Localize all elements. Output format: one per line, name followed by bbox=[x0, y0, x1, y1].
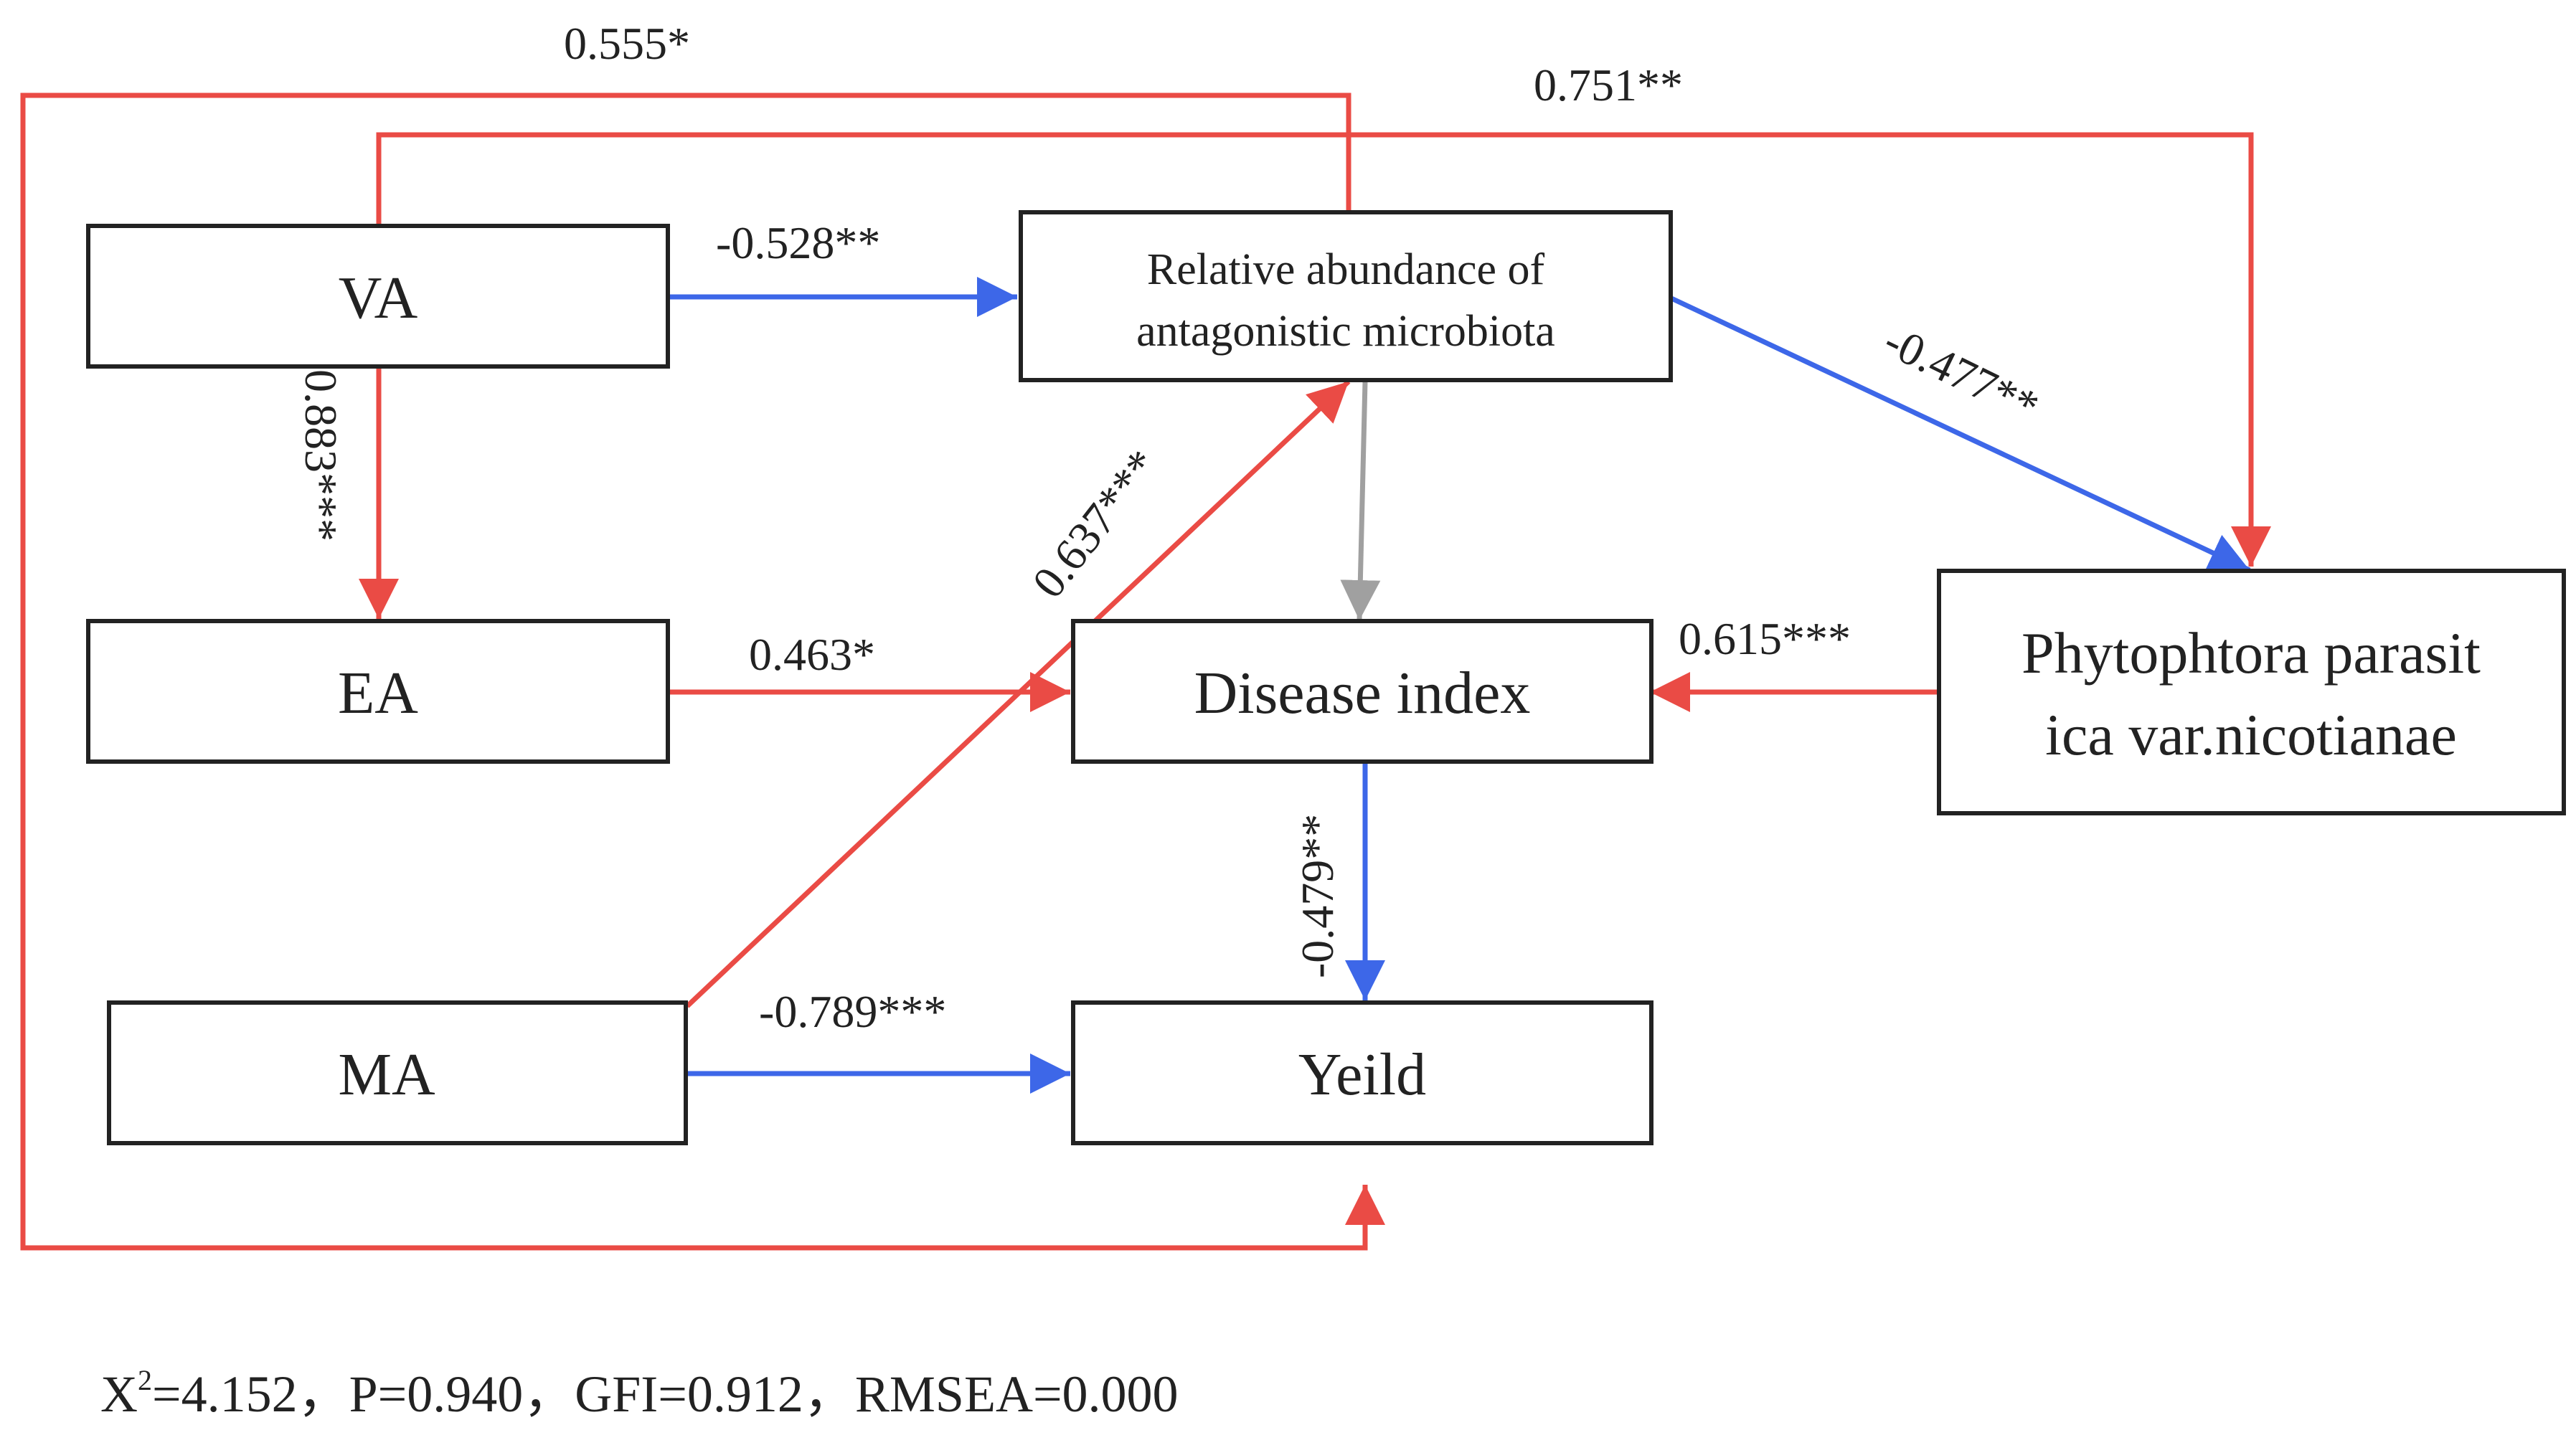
path-antagonistic-to-disease bbox=[1340, 381, 1381, 621]
coef-disease-to-yield: -0.479** bbox=[1292, 814, 1343, 978]
node-disease-box bbox=[1071, 619, 1653, 764]
coef-va-to-ea: 0.883*** bbox=[296, 369, 346, 541]
coef-va-to-yield: 0.555* bbox=[564, 18, 690, 69]
path-va-to-yield bbox=[20, 93, 1385, 1251]
node-antagonistic-box bbox=[1019, 210, 1673, 382]
node-yield: Yeild bbox=[1071, 1000, 1653, 1145]
node-ea-box bbox=[86, 619, 670, 764]
coef-antagonistic-to-phytophthora: -0.477** bbox=[1877, 315, 2047, 432]
node-ma-label: MA bbox=[338, 1041, 435, 1108]
node-va: VA bbox=[86, 224, 670, 369]
coef-va-to-phytophthora: 0.751** bbox=[1534, 60, 1683, 110]
model-fit-stats: X2=4.152，P=0.940，GFI=0.912，RMSEA=0.000 bbox=[100, 1364, 1179, 1423]
fit-chi-superscript: 2 bbox=[138, 1364, 152, 1396]
node-disease: Disease index bbox=[1071, 619, 1653, 764]
node-phytophthora-label-line1: Phytophtora parasit bbox=[2021, 620, 2481, 686]
coef-va-to-antagonistic: -0.528** bbox=[716, 217, 880, 268]
fit-chi-symbol: X bbox=[100, 1365, 138, 1423]
node-disease-label: Disease index bbox=[1194, 660, 1531, 726]
fit-p: P=0.940， bbox=[349, 1365, 575, 1423]
path-antagonistic-to-phytophthora bbox=[1670, 295, 2251, 573]
node-ea-label: EA bbox=[338, 660, 418, 726]
coef-ea-to-disease: 0.463* bbox=[749, 629, 875, 680]
node-antagonistic: Relative abundance of antagonistic micro… bbox=[1019, 210, 1673, 382]
node-phytophthora: Phytophtora parasit ica var.nicotianae bbox=[1937, 569, 2566, 815]
path-ma-to-antagonistic bbox=[685, 379, 1351, 1008]
fit-gfi: GFI=0.912， bbox=[575, 1365, 855, 1423]
node-phytophthora-box bbox=[1937, 569, 2566, 815]
coef-ma-to-yield: -0.789*** bbox=[759, 986, 946, 1037]
path-lines bbox=[20, 93, 2271, 1251]
node-ea: EA bbox=[86, 619, 670, 764]
coef-phytophthora-to-disease: 0.615*** bbox=[1679, 613, 1851, 664]
node-ma-box bbox=[107, 1000, 688, 1145]
node-va-label: VA bbox=[339, 265, 418, 331]
node-ma: MA bbox=[107, 1000, 688, 1145]
node-phytophthora-label-line2: ica var.nicotianae bbox=[2045, 702, 2457, 767]
path-va-to-phytophthora bbox=[376, 132, 2271, 567]
node-antagonistic-label-line2: antagonistic microbiota bbox=[1136, 307, 1555, 356]
node-yield-box bbox=[1071, 1000, 1653, 1145]
path-coefficients: 0.555* 0.751** -0.528** 0.883*** 0.463* … bbox=[296, 18, 2047, 1037]
node-va-box bbox=[86, 224, 670, 369]
fit-rmsea: RMSEA=0.000 bbox=[855, 1365, 1179, 1423]
coef-ma-to-antagonistic: 0.637*** bbox=[1022, 440, 1169, 607]
node-yield-label: Yeild bbox=[1298, 1041, 1426, 1108]
fit-chi-value: =4.152， bbox=[152, 1365, 349, 1423]
node-antagonistic-label-line1: Relative abundance of bbox=[1147, 245, 1545, 294]
